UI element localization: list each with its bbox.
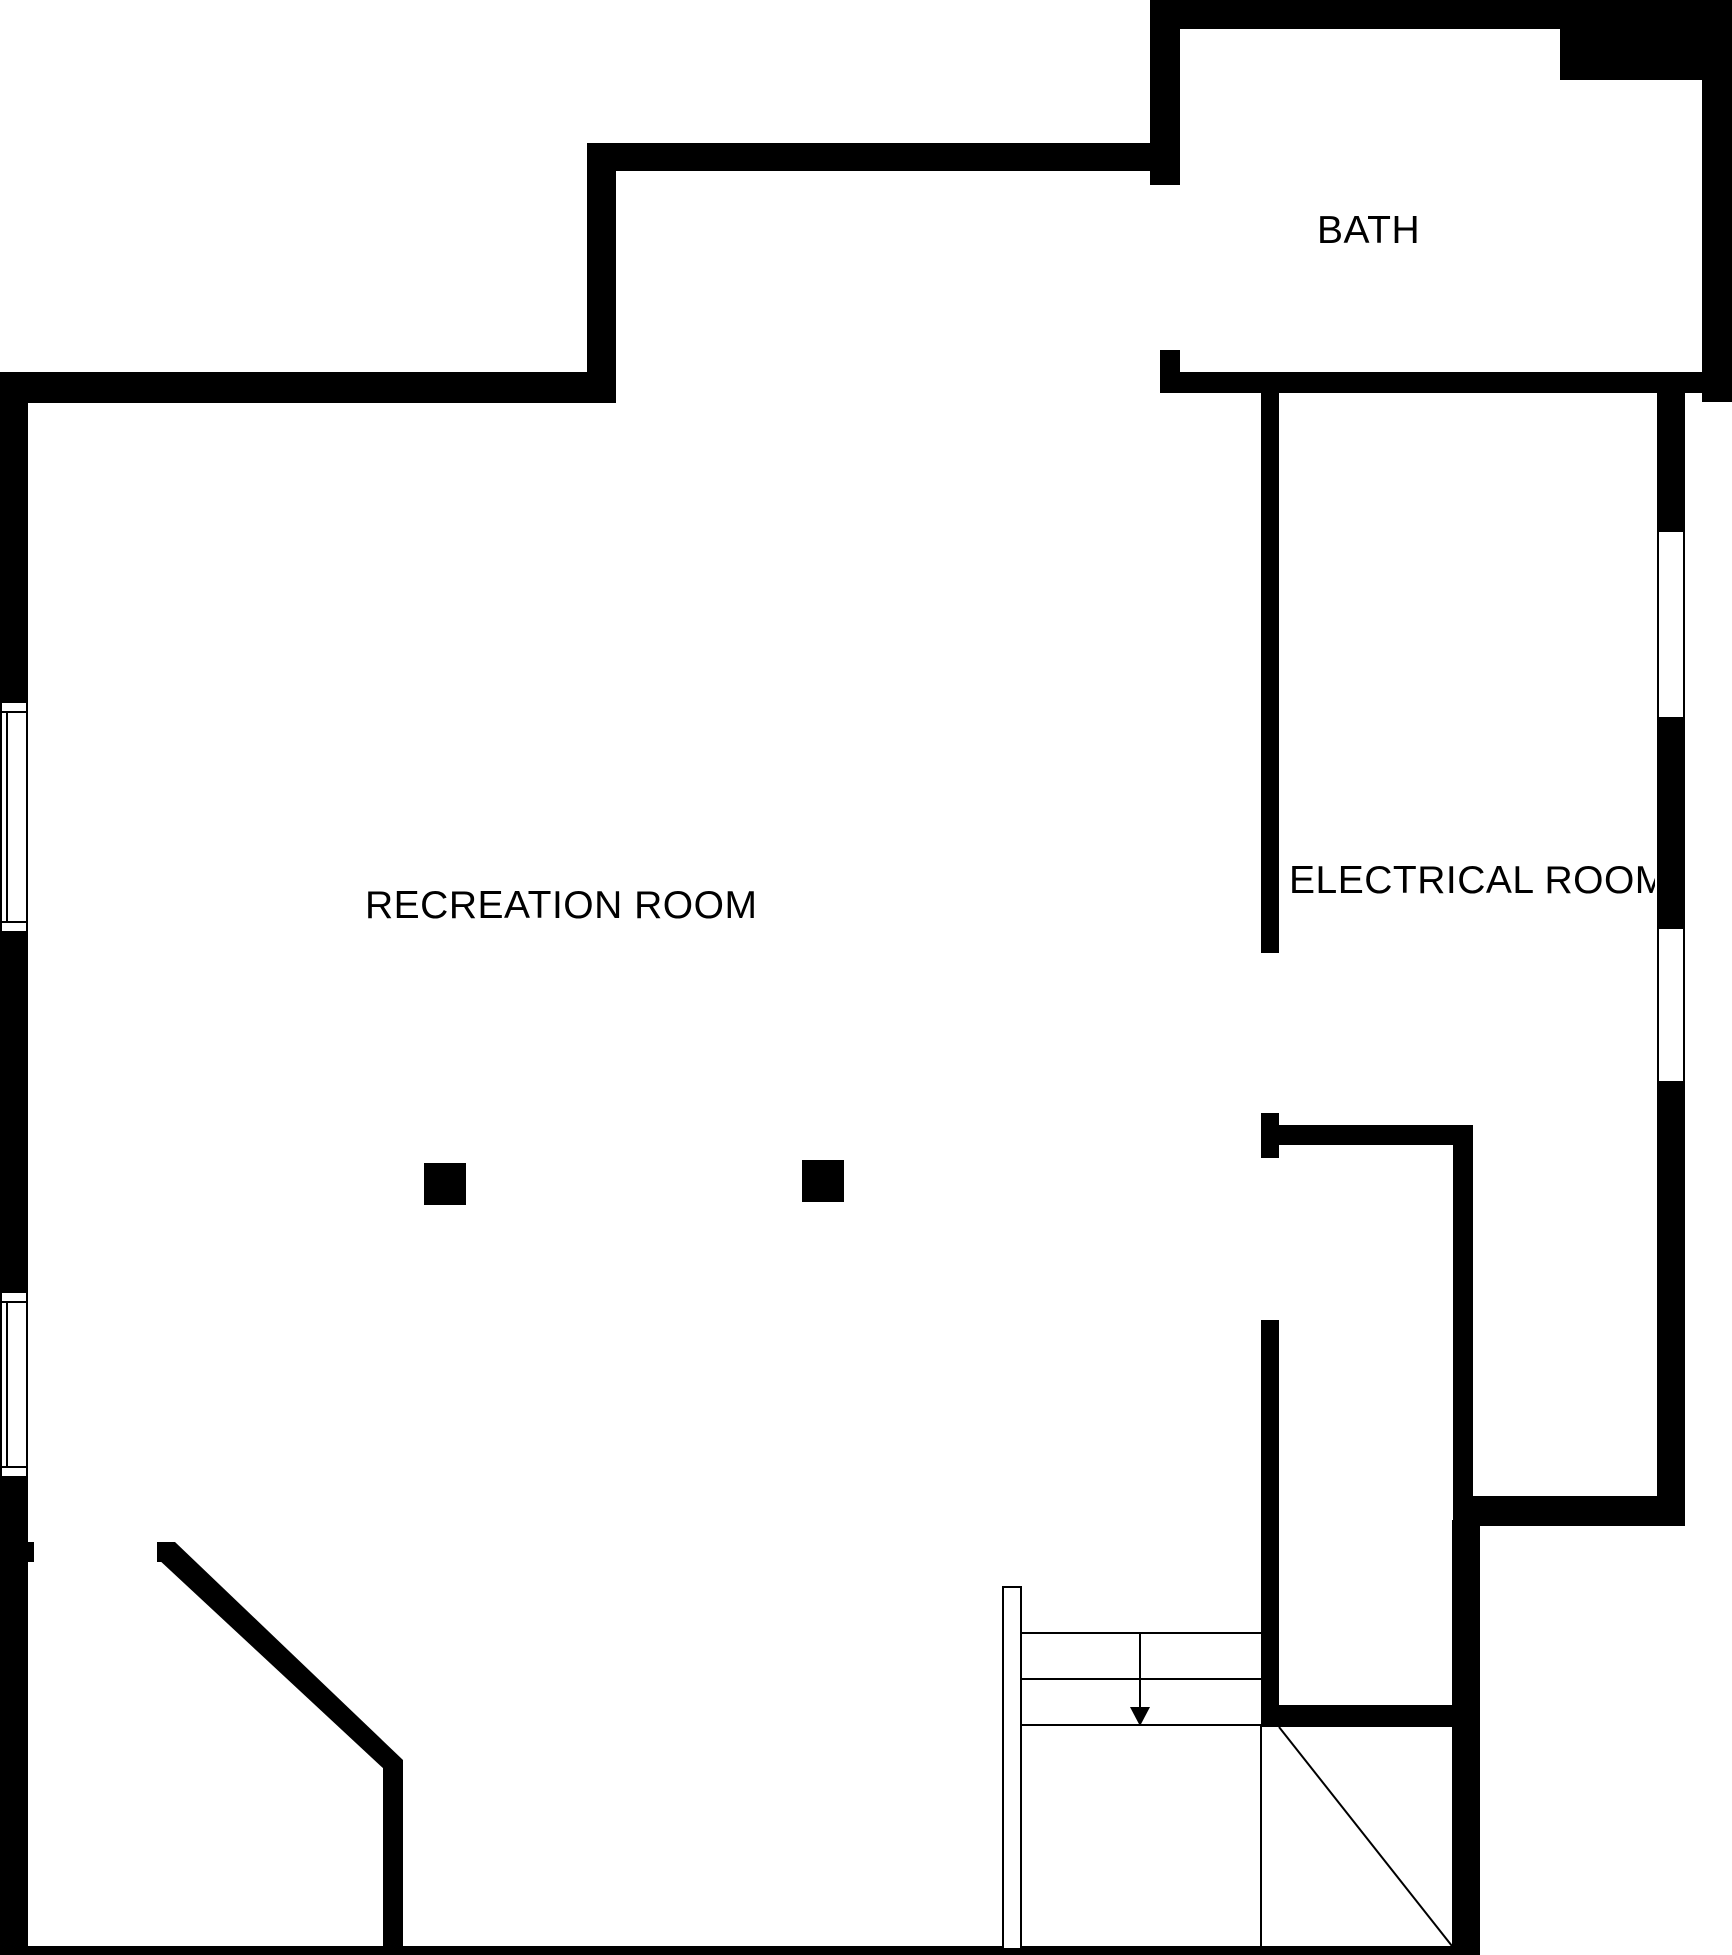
column-2 (802, 1160, 844, 1202)
landing-diagonal (1278, 1726, 1453, 1947)
wall-rec-left-1 (0, 372, 28, 702)
wall-elec-right-3 (1657, 1082, 1685, 1526)
wall-rec-top-right (587, 143, 1180, 171)
door-bath (1160, 185, 1180, 350)
wall-elec-right-1 (1657, 393, 1685, 531)
wall-right-lower (1452, 1520, 1480, 1955)
wall-elec-inner-right (1453, 1125, 1473, 1505)
wall-closet-bottom (0, 1946, 405, 1955)
wall-rec-left-3 (0, 1477, 28, 1562)
wall-rec-east-3 (1261, 1320, 1279, 1713)
wall-bath-top (1150, 0, 1732, 29)
door-closet (1261, 1158, 1279, 1320)
room-labels: BATH ELECTRICAL ROOM RECREATION ROOM (365, 209, 1668, 927)
door-electrical (1261, 953, 1279, 1113)
window-elec-right-1 (1657, 530, 1685, 719)
window-rec-left-2 (0, 1291, 28, 1478)
door-openings (1160, 185, 1279, 1320)
wall-bath-right (1702, 0, 1732, 402)
wall-rec-east-1 (1261, 393, 1279, 953)
room-label-electrical: ELECTRICAL ROOM (1289, 859, 1668, 902)
wall-rec-top-left (0, 372, 616, 403)
window-elec-right-2 (1657, 927, 1685, 1083)
wall-closet-vertical (383, 1760, 403, 1948)
wall-elec-inner-top (1261, 1125, 1473, 1145)
column-1 (424, 1163, 466, 1205)
bath-corner-fixture (1560, 29, 1702, 80)
wall-bath-bottom (1160, 372, 1732, 393)
room-label-recreation: RECREATION ROOM (365, 884, 757, 927)
stair-arrow-down-icon (1130, 1707, 1150, 1726)
wall-rec-left-2 (0, 932, 28, 1292)
stair-rail (1002, 1586, 1022, 1950)
wall-bottom-thick (0, 1948, 1480, 1955)
columns (424, 1160, 844, 1205)
wall-closet-top (1261, 1705, 1480, 1727)
wall-bath-left-lower (1160, 350, 1180, 393)
room-label-bath: BATH (1317, 209, 1420, 252)
window-rec-left-1 (0, 701, 28, 933)
wall-elec-bottom (1453, 1496, 1685, 1526)
wall-elec-right-2 (1657, 718, 1685, 928)
wall-stub-left (28, 1542, 34, 1562)
wall-rec-step (587, 143, 616, 403)
wall-closet-diagonal (157, 1542, 403, 1770)
wall-rec-left-4 (0, 1555, 28, 1955)
staircase (1002, 1586, 1453, 1955)
windows (0, 530, 1685, 1478)
